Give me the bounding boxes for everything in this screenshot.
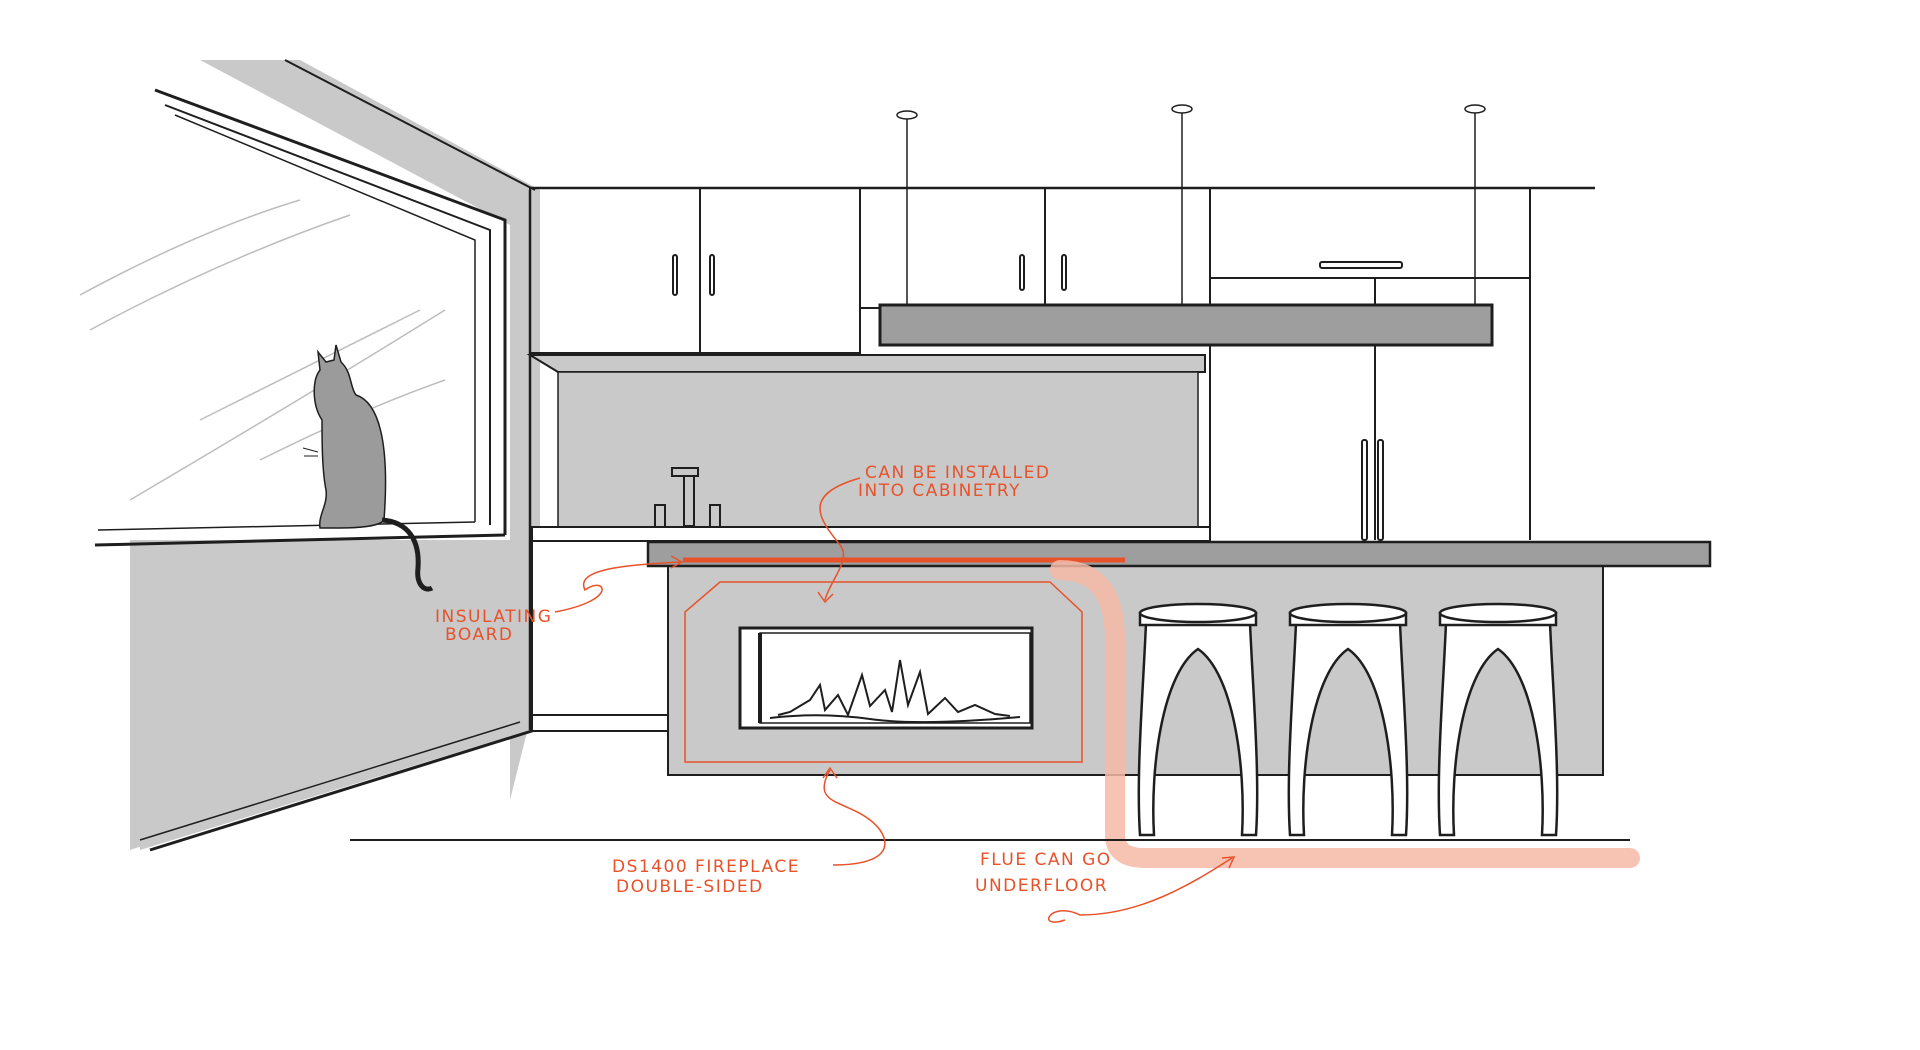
flue-label-line1: FLUE CAN GO	[980, 850, 1112, 870]
cabinetry-label-line2: INTO CABINETRY	[858, 481, 1021, 501]
cabinet-handle	[710, 255, 714, 295]
fireplace-arrow	[824, 770, 885, 865]
cabinet-handle	[1020, 255, 1024, 290]
cabinet-handle	[1320, 262, 1402, 268]
cabinet-handle	[673, 255, 677, 295]
stool-seat	[1140, 604, 1256, 622]
fridge-handle	[1378, 440, 1383, 540]
fireplace-label-line2: DOUBLE-SIDED	[616, 877, 764, 897]
cabinetry-label-line1: CAN BE INSTALLED	[865, 463, 1050, 483]
fridge-handle	[1362, 440, 1367, 540]
pendant-light	[880, 105, 1492, 345]
fireplace-label-line1: DS1400 FIREPLACE	[612, 857, 800, 877]
insulating-label-line1: INSULATING	[435, 607, 552, 627]
annotation-fireplace: DS1400 FIREPLACE DOUBLE-SIDED	[612, 768, 885, 897]
range-hood	[530, 355, 1205, 527]
flue-label-line2: UNDERFLOOR	[975, 876, 1108, 896]
cabinet-handle	[1062, 255, 1066, 290]
fireplace	[740, 628, 1032, 728]
stool-seat	[1290, 604, 1406, 622]
insulating-label-line2: BOARD	[445, 625, 513, 645]
stool-seat	[1440, 604, 1556, 622]
